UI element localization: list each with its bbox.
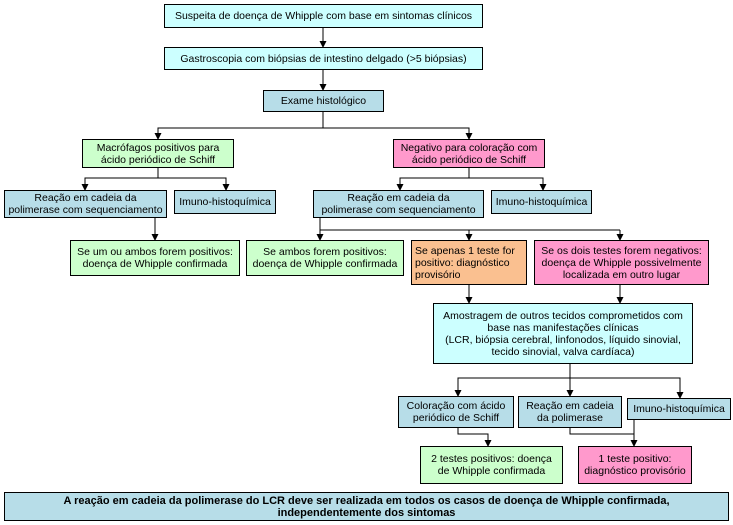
node-both-negative: Se os dois testes forem negativos: doenç… [534, 240, 709, 285]
footer-note: A reação em cadeia da polimerase do LCR … [4, 492, 729, 521]
arrow-other-tissues-to-pas-stain [454, 364, 571, 397]
node-pcr-left: Reação em cadeia da polimerase com seque… [4, 190, 167, 218]
node-other-tissues: Amostragem de outros tecidos comprometid… [433, 303, 693, 364]
node-pas-negative: Negativo para coloração com ácido periód… [393, 139, 545, 168]
node-confirmed-one-or-both: Se um ou ambos forem positivos: doença d… [70, 240, 240, 276]
node-two-positive: 2 testes positivos: doença de Whipple co… [420, 446, 563, 484]
arrow-histology-to-pas-negative [323, 127, 473, 140]
arrow-other-tissues-to-ihc-bottom [570, 377, 684, 399]
arrow-pas-negative-to-ihc-right [469, 177, 547, 191]
node-pas-positive: Macrófagos positivos para ácido periódic… [82, 139, 234, 168]
node-suspect: Suspeita de doença de Whipple com base e… [164, 4, 483, 28]
node-pas-stain: Coloração com ácido periódico de Schiff [398, 396, 514, 428]
arrow-bottom-tests-to-one-positive [569, 428, 638, 447]
arrow-histology-to-pas-positive [154, 112, 324, 140]
node-ihc-left: Imuno-histoquímica [174, 190, 276, 214]
node-one-test-positive: Se apenas 1 teste for positivo: diagnóst… [411, 240, 527, 285]
arrow-pas-positive-to-pcr-left [81, 168, 159, 191]
node-gastroscopy: Gastroscopia com biópsias de intestino d… [164, 47, 483, 70]
arrow-pas-positive-to-ihc-left [158, 177, 230, 191]
node-confirmed-both: Se ambos forem positivos: doença de Whip… [246, 240, 404, 276]
node-pcr-bottom: Reação em cadeia da polimerase [518, 396, 622, 428]
arrow-pas-negative-to-pcr-right [396, 168, 470, 191]
node-ihc-bottom: Imuno-histoquímica [627, 398, 731, 420]
node-pcr-right: Reação em cadeia da polimerase com seque… [313, 190, 484, 218]
node-histology: Exame histológico [263, 90, 384, 112]
arrow-bottom-tests-to-two-positive [457, 428, 492, 447]
node-ihc-right: Imuno-histoquímica [491, 190, 592, 214]
node-one-positive: 1 teste positivo: diagnóstico provisório [578, 446, 692, 484]
